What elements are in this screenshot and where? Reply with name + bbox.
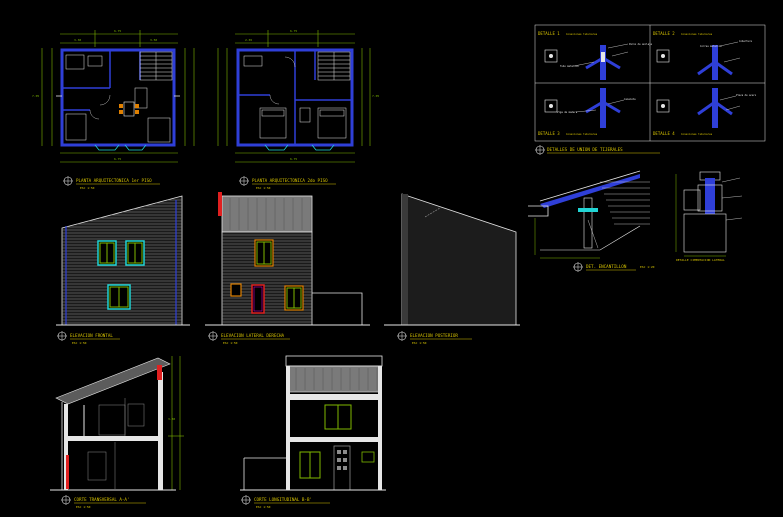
- side-elevation-scale: ESC 1:50: [223, 341, 238, 345]
- plan1-dim-top: 6.75: [114, 29, 121, 33]
- section-a-title: CORTE TRANSVERSAL A-A' ESC 1:50: [61, 495, 146, 509]
- plan2-dim-sub: 2.65: [245, 38, 252, 42]
- detail-2-note: Conexiones tubulares: [681, 32, 713, 36]
- foundation-detail: DETALLE CIMENTACION LATERAL: [675, 171, 743, 262]
- roof-details-title: DETALLES DE UNION DE TIJERALES: [547, 147, 623, 152]
- plan1-dim-sub-b: 3.50: [150, 38, 157, 42]
- detail-2-leader-a: Cobertura: [739, 40, 753, 43]
- roof-details-heading: DETALLES DE UNION DE TIJERALES: [535, 145, 660, 155]
- detail-2-leader-b: Correa metalica: [700, 45, 722, 48]
- eave-detail-scale: ESC 1:20: [640, 265, 655, 269]
- section-a-a: 3.30 CORTE TRANSVERSAL A-A' ESC 1:50: [50, 356, 184, 509]
- detail-1-leader-b: Tubo metalico: [560, 65, 579, 68]
- detail-2-label: DETALLE 2: [653, 31, 675, 36]
- detail-2: DETALLE 2 Conexiones tubulares Cobertura…: [653, 31, 753, 80]
- detail-1-note: Conexiones tubulares: [566, 32, 598, 36]
- front-elevation: ELEVACION FRONTAL ESC 1:50: [56, 195, 190, 345]
- front-elevation-title: ELEVACION FRONTAL ESC 1:50: [57, 331, 120, 345]
- side-elevation-title: ELEVACION LATERAL DERECHA ESC 1:50: [208, 331, 290, 345]
- plan1-dim-bottom: 6.75: [114, 157, 121, 161]
- plan1-scale: ESC 1:50: [80, 186, 95, 190]
- detail-4-note: Conexiones tubulares: [681, 132, 713, 136]
- detail-1-leader-a: Perno de anclaje: [629, 43, 653, 46]
- side-elevation-label: ELEVACION LATERAL DERECHA: [221, 333, 285, 338]
- ground-floor-plan: 6.75 3.30 3.50 6.75 7.05: [32, 29, 195, 190]
- detail-1: DETALLE 1 Conexiones tubulares Perno de …: [538, 31, 653, 80]
- rear-elevation: ELEVACION POSTERIOR ESC 1:50: [384, 193, 520, 345]
- plan2-dim-bottom: 6.75: [290, 157, 297, 161]
- eave-detail: DETALLES DE UNION DE TIJERALES DET. ENCA…: [528, 145, 660, 272]
- plan1-dim-sub-a: 3.30: [74, 38, 81, 42]
- section-b-scale: ESC 1:50: [256, 505, 271, 509]
- plan1-title: PLANTA ARQUITECTONICA 1er PISO: [76, 178, 152, 183]
- plan2-dim-top: 6.75: [290, 29, 297, 33]
- connection-details-panel: DETALLE 1 Conexiones tubulares Perno de …: [534, 24, 766, 142]
- detail-3: Canaleta Viga de madera DETALLE 3 Conexi…: [538, 88, 636, 136]
- plan2-title-block: PLANTA ARQUITECTONICA 2do PISO ESC 1:50: [239, 176, 336, 190]
- detail-4-label: DETALLE 4: [653, 131, 675, 136]
- rear-elevation-title: ELEVACION POSTERIOR ESC 1:50: [397, 331, 472, 345]
- eave-detail-label: DET. ENCANTILLON: [586, 264, 627, 269]
- detail-1-label: DETALLE 1: [538, 31, 560, 36]
- section-a-dim: 3.30: [168, 417, 175, 421]
- detail-3-leader-a: Canaleta: [624, 98, 636, 101]
- dining-table-icon: [119, 101, 139, 117]
- detail-4-leader-a: Placa de acero: [736, 94, 757, 97]
- section-b-title: CORTE LONGITUDINAL B-B' ESC 1:50: [241, 495, 330, 509]
- section-b-b: CORTE LONGITUDINAL B-B' ESC 1:50: [240, 355, 386, 509]
- front-elevation-scale: ESC 1:50: [72, 341, 87, 345]
- section-b-label: CORTE LONGITUDINAL B-B': [254, 497, 312, 502]
- detail-3-label: DETALLE 3: [538, 131, 560, 136]
- plan1-dim-left: 7.05: [32, 94, 39, 98]
- section-a-scale: ESC 1:50: [76, 505, 91, 509]
- eave-detail-title: DET. ENCANTILLON ESC 1:20: [573, 262, 655, 272]
- plan1-title-block: PLANTA ARQUITECTONICA 1er PISO ESC 1:50: [63, 176, 160, 190]
- second-floor-plan: 6.75 2.65 6.75 7.05: [217, 29, 379, 190]
- detail-3-note: Conexiones tubulares: [566, 132, 598, 136]
- foundation-detail-label: DETALLE CIMENTACION LATERAL: [676, 258, 725, 262]
- rear-elevation-scale: ESC 1:50: [412, 341, 427, 345]
- detail-4: Placa de acero DETALLE 4 Conexiones tubu…: [653, 88, 757, 136]
- rear-elevation-label: ELEVACION POSTERIOR: [410, 333, 458, 338]
- plan2-title: PLANTA ARQUITECTONICA 2do PISO: [252, 178, 328, 183]
- section-a-label: CORTE TRANSVERSAL A-A': [74, 497, 129, 502]
- side-elevation: ELEVACION LATERAL DERECHA ESC 1:50: [205, 192, 370, 345]
- plan2-dim-right: 7.05: [372, 94, 379, 98]
- detail-3-leader-b: Viga de madera: [557, 111, 578, 114]
- plan2-scale: ESC 1:50: [256, 186, 271, 190]
- front-elevation-label: ELEVACION FRONTAL: [70, 333, 113, 338]
